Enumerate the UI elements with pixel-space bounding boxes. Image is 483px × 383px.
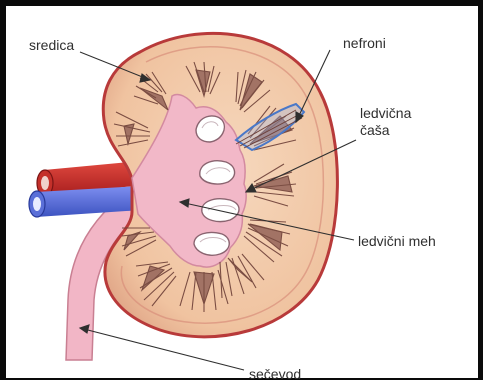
- label-sredica: sredica: [29, 37, 74, 54]
- label-secevod: sečevod: [249, 366, 301, 383]
- label-ledvicna-casa: ledvična čaša: [360, 105, 411, 139]
- label-ledvicni-meh: ledvični meh: [358, 233, 436, 250]
- label-nefroni: nefroni: [343, 35, 386, 52]
- label-ledvicna-casa-line2: čaša: [360, 122, 411, 139]
- label-ledvicna-casa-line1: ledvična: [360, 105, 411, 122]
